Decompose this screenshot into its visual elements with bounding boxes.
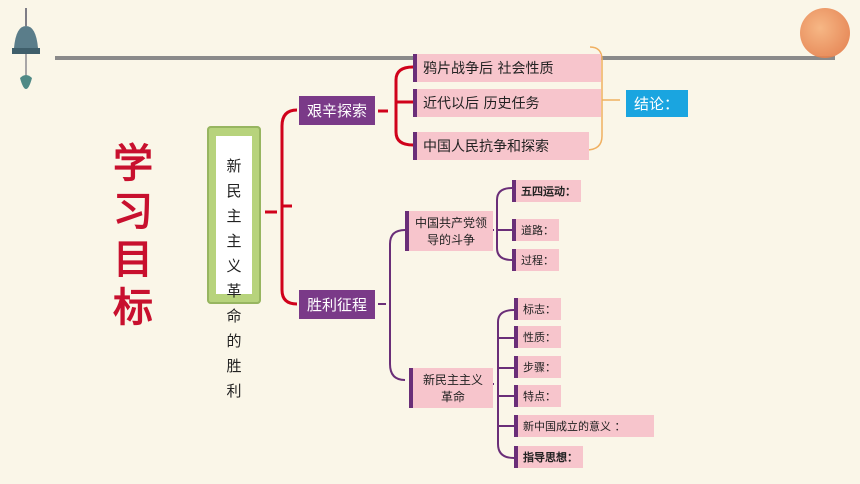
node-new-democratic-revolution: 新民主主义革命	[409, 368, 493, 408]
node-party-struggle: 中国共产党领导的斗争	[405, 211, 493, 251]
scroll-paper: 新民主主义革命的胜利	[216, 136, 252, 400]
node-ndr-item: 新中国成立的意义 ：	[514, 415, 654, 437]
node-ndr-item: 标志：	[514, 298, 561, 320]
node-party-item: 过程：	[512, 249, 559, 271]
node-hardship-item: 近代以后 历史任务	[413, 89, 601, 117]
node-ndr-item: 特点：	[514, 385, 561, 407]
sun-decoration	[800, 8, 850, 58]
node-ndr-item: 性质：	[514, 326, 561, 348]
node-party-item: 道路：	[512, 219, 559, 241]
node-victory-journey: 胜利征程	[299, 290, 376, 319]
scroll-topic-card: 新民主主义革命的胜利	[207, 126, 261, 400]
node-hardship-item: 中国人民抗争和探索	[413, 132, 589, 160]
node-party-item: 五四运动：	[512, 180, 581, 202]
conclusion-label: 结论：	[626, 90, 688, 117]
wind-chime-icon	[12, 8, 40, 89]
node-ndr-item: 指导思想：	[514, 446, 583, 468]
scroll-topic-text: 新民主主义革命的胜利	[226, 157, 242, 400]
page-title: 学习目标	[113, 141, 153, 331]
node-ndr-item: 步骤：	[514, 356, 561, 378]
node-hardship-exploration: 艰辛探索	[299, 96, 376, 125]
node-hardship-item: 鸦片战争后 社会性质	[413, 54, 601, 82]
